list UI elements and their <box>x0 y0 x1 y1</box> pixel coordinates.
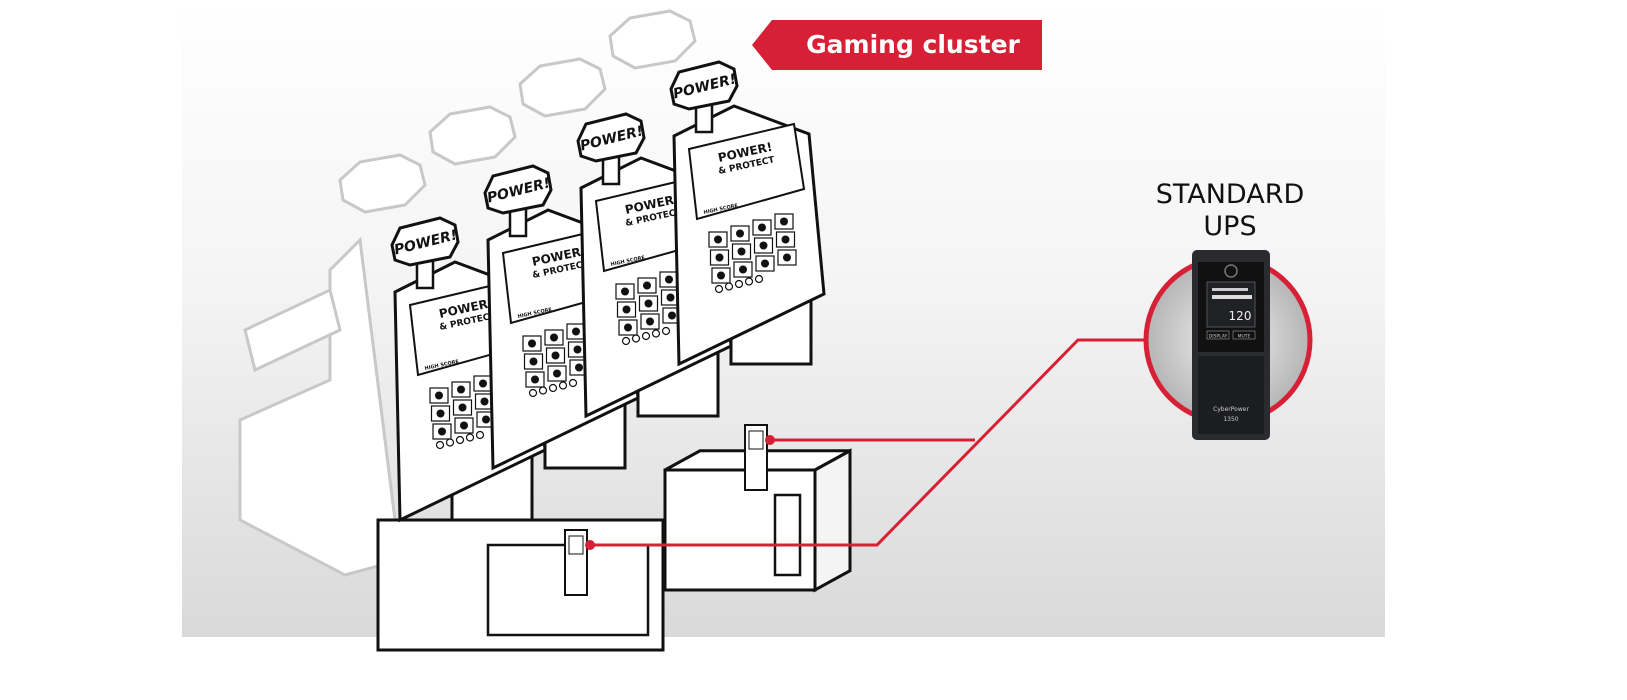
faded-machine <box>518 57 607 118</box>
card-suit-icon <box>717 271 725 280</box>
card-suit-icon <box>480 397 489 406</box>
card-suit-icon <box>460 421 468 430</box>
ups-mute-button: MUTE <box>1238 334 1251 340</box>
card-suit-icon <box>783 253 791 262</box>
machine-button <box>558 381 568 390</box>
machine-topper <box>390 216 460 267</box>
machine-button <box>435 440 445 450</box>
card-suit-icon <box>759 241 768 250</box>
machine-button <box>548 383 558 393</box>
card-suit-icon <box>531 375 539 384</box>
machine-topper <box>669 60 739 111</box>
machine-button <box>475 430 485 440</box>
small-ups-unit <box>744 424 768 491</box>
card-suit-icon <box>739 265 747 274</box>
gaming-cluster-callout: Gaming cluster <box>752 20 1042 70</box>
faded-machines <box>238 9 697 577</box>
ups-voltage: 120 <box>1229 309 1252 323</box>
card-suit-icon <box>646 317 654 326</box>
card-suit-icon <box>573 345 582 354</box>
card-suit-icon <box>665 275 673 284</box>
card-suit-icon <box>781 235 790 244</box>
card-suit-icon <box>715 253 724 262</box>
card-suit-icon <box>436 409 445 418</box>
card-suit-icon <box>553 369 561 378</box>
ups-title-line1: STANDARD <box>1156 179 1305 210</box>
machine-button <box>631 334 641 343</box>
machine-button <box>568 378 578 388</box>
machine-button <box>724 282 734 291</box>
card-suit-icon <box>624 323 632 332</box>
machine-button <box>465 433 475 442</box>
faded-machine <box>338 153 427 214</box>
callout-label: Gaming cluster <box>806 30 1020 59</box>
machine-topper <box>483 164 553 215</box>
machine-topper <box>576 112 646 163</box>
card-suit-icon <box>714 235 722 244</box>
machine-button <box>661 326 671 336</box>
card-suit-icon <box>528 339 536 348</box>
card-suit-icon <box>550 333 558 342</box>
ups-title-line2: UPS <box>1203 211 1256 242</box>
card-suit-icon <box>668 311 676 320</box>
card-suit-icon <box>758 223 766 232</box>
card-suit-icon <box>482 415 490 424</box>
card-suit-icon <box>438 427 446 436</box>
machine-button <box>455 435 465 445</box>
card-suit-icon <box>621 287 629 296</box>
faded-cabinet <box>238 236 402 577</box>
faded-console <box>243 287 342 373</box>
benches <box>376 424 852 652</box>
standard-ups-panel: STANDARD UPS 120 DISPLAY MUTE CyberPower… <box>1143 179 1313 440</box>
card-suit-icon <box>572 327 580 336</box>
card-suit-icon <box>435 391 443 400</box>
card-suit-icon <box>736 229 744 238</box>
card-suit-icon <box>643 281 651 290</box>
card-suit-icon <box>780 217 788 226</box>
faded-machine <box>608 9 697 70</box>
card-suit-icon <box>761 259 769 268</box>
card-suit-icon <box>575 363 583 372</box>
card-suit-icon <box>458 403 467 412</box>
power-button-icon <box>1224 264 1238 278</box>
machine-button <box>538 386 548 395</box>
machine-button <box>641 331 651 341</box>
machine-button <box>734 279 744 289</box>
machine-button <box>754 274 764 284</box>
faded-machine <box>428 105 517 166</box>
card-suit-icon <box>644 299 653 308</box>
machine-button <box>651 329 661 338</box>
card-suit-icon <box>479 379 487 388</box>
machine-button <box>621 336 631 346</box>
card-suit-icon <box>737 247 746 256</box>
machine-button <box>528 388 538 398</box>
card-suit-icon <box>529 357 538 366</box>
connection-dot-lower <box>585 540 595 550</box>
ups-device: 120 DISPLAY MUTE CyberPower 1350 <box>1192 250 1270 440</box>
card-suit-icon <box>551 351 560 360</box>
card-suit-icon <box>666 293 675 302</box>
small-ups-unit <box>564 529 588 596</box>
ups-model: 1350 <box>1223 416 1238 423</box>
machine-button <box>744 277 754 286</box>
bench-left <box>376 518 665 652</box>
machine-button <box>445 438 455 447</box>
card-suit-icon <box>622 305 631 314</box>
connection-line-lower <box>590 338 1148 547</box>
ups-display-button: DISPLAY <box>1209 334 1228 340</box>
machine-button <box>714 284 724 294</box>
ups-brand: CyberPower <box>1213 406 1249 413</box>
connection-dot-upper <box>765 435 775 445</box>
card-suit-icon <box>457 385 465 394</box>
